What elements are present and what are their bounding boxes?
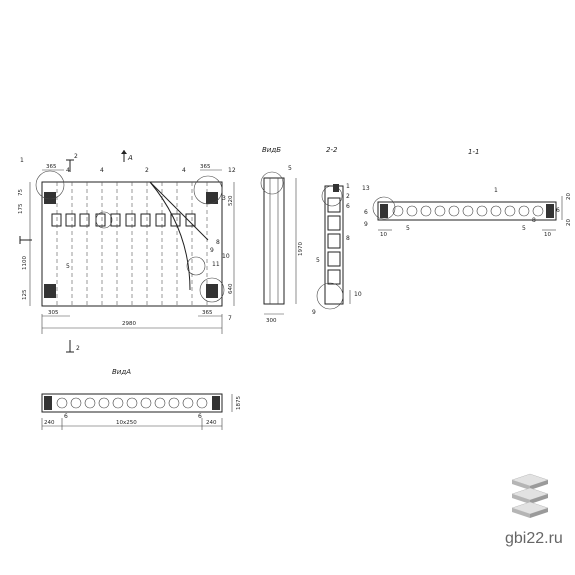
section-2-2-circle-bottom bbox=[316, 282, 344, 310]
view-a-dim-right: 240 bbox=[206, 420, 217, 426]
dim-right-520: 520 bbox=[228, 195, 234, 206]
view-a-dim-side: 1875 bbox=[236, 396, 242, 410]
section-2-2-label-2: 2 bbox=[346, 193, 350, 200]
label-3: 3 bbox=[222, 195, 226, 202]
section-1-1-label-9: 9 bbox=[364, 221, 368, 228]
label-4b: 4 bbox=[100, 167, 104, 174]
dim-bottom-left: 305 bbox=[48, 310, 59, 316]
section-2-2-label-1: 1 bbox=[346, 183, 350, 190]
section-mark-bottom: 2 bbox=[76, 345, 80, 352]
detail-circle-tl bbox=[35, 170, 65, 200]
section-1-1-dim-left: 10 bbox=[380, 232, 387, 238]
dim-top-right: 365 bbox=[200, 164, 211, 170]
section-1-1-hollows bbox=[392, 205, 544, 217]
section-2-2-label-8: 8 bbox=[346, 235, 350, 242]
view-a-outline bbox=[41, 393, 223, 413]
label-12: 12 bbox=[228, 167, 236, 174]
section-1-1-dim-right: 10 bbox=[544, 232, 551, 238]
dim-bottom-right: 365 bbox=[202, 310, 213, 316]
hollow-lines bbox=[56, 182, 208, 306]
section-2-2-title: 2-2 bbox=[326, 146, 338, 154]
detail-circle-mid bbox=[95, 211, 113, 229]
section-1-1-label-5a: 5 bbox=[406, 225, 410, 232]
view-a-label-6a: 6 bbox=[64, 413, 68, 420]
detail-circle-tr bbox=[193, 175, 223, 205]
view-a-title: ВидА bbox=[112, 368, 131, 376]
section-1-1-outline bbox=[377, 201, 557, 221]
section-1-1-dim-r1: 20 bbox=[566, 193, 572, 200]
section-1-1-title: 1-1 bbox=[468, 148, 479, 156]
label-10: 10 bbox=[222, 253, 230, 260]
label-2: 2 bbox=[145, 167, 149, 174]
site-watermark: gbi22.ru bbox=[505, 530, 563, 547]
label-8: 8 bbox=[216, 239, 220, 246]
view-a-dim-left: 240 bbox=[44, 420, 55, 426]
view-b-detail-circle bbox=[260, 171, 284, 195]
section-1-1-dim-r2: 20 bbox=[566, 219, 572, 226]
dim-left-1100: 1100 bbox=[22, 256, 28, 270]
site-logo-icon bbox=[511, 473, 549, 518]
section-1-1: 1-1 13 1 6 9 5 5 8 6 10 10 20 bbox=[362, 148, 572, 238]
dim-left-125: 125 bbox=[22, 289, 28, 300]
label-arrow-a: А bbox=[127, 154, 133, 162]
section-1-1-label-13: 13 bbox=[362, 185, 370, 192]
dim-total: 2980 bbox=[122, 321, 136, 327]
section-1-1-label-1: 1 bbox=[494, 187, 498, 194]
view-a-dim-middle: 10х250 bbox=[116, 420, 137, 426]
view-a: ВидА 6 6 240 10х250 240 1875 bbox=[41, 368, 242, 430]
view-b-dim-height: 1970 bbox=[298, 242, 304, 256]
view-a-hollows bbox=[56, 397, 208, 409]
dim-right-640: 640 bbox=[228, 283, 234, 294]
label-7: 7 bbox=[228, 315, 232, 322]
label-4a: 4 bbox=[66, 167, 70, 174]
view-b-dim-width: 300 bbox=[266, 318, 277, 324]
section-2-2-label-9: 9 bbox=[312, 309, 316, 316]
label-5: 5 bbox=[66, 263, 70, 270]
dim-left-175: 175 bbox=[18, 203, 24, 214]
view-b-label-5: 5 bbox=[288, 165, 292, 172]
section-1-1-detail-circle bbox=[372, 196, 396, 220]
lift-loop-bl bbox=[44, 284, 56, 298]
section-1-1-label-6: 6 bbox=[364, 209, 368, 216]
section-2-2-circle-top bbox=[321, 185, 343, 207]
dim-left-75: 75 bbox=[18, 189, 24, 196]
section-1-1-label-6b: 6 bbox=[556, 207, 560, 214]
lift-loop-tl bbox=[44, 192, 56, 204]
lift-loop-br bbox=[206, 284, 218, 298]
section-2-2: 2-2 1 2 6 5 8 9 10 bbox=[312, 146, 362, 316]
diagonal-curve bbox=[149, 181, 191, 291]
view-b-outline bbox=[263, 177, 285, 305]
lift-loop-tr bbox=[206, 192, 218, 204]
view-a-label-6b: 6 bbox=[198, 413, 202, 420]
view-b-title: ВидБ bbox=[262, 146, 281, 154]
section-mark-top: 2 bbox=[74, 153, 78, 160]
section-2-2-label-6: 6 bbox=[346, 203, 350, 210]
section-1-1-label-8: 8 bbox=[532, 217, 536, 224]
label-4c: 4 bbox=[182, 167, 186, 174]
view-b: ВидБ 5 1970 300 bbox=[260, 146, 304, 324]
detail-circle-br bbox=[199, 277, 225, 303]
hollow-openings bbox=[51, 213, 196, 227]
label-11: 11 bbox=[212, 261, 220, 268]
dim-top-left: 365 bbox=[46, 164, 57, 170]
section-2-2-label-5: 5 bbox=[316, 257, 320, 264]
main-front-view: 1 4 4 2 4 12 3 5 8 9 10 11 7 А 365 365 7… bbox=[18, 150, 236, 353]
detail-circle-r bbox=[186, 256, 206, 276]
label-1: 1 bbox=[20, 157, 24, 164]
section-1-1-label-5b: 5 bbox=[522, 225, 526, 232]
label-9: 9 bbox=[210, 247, 214, 254]
section-2-2-label-10: 10 bbox=[354, 291, 362, 298]
